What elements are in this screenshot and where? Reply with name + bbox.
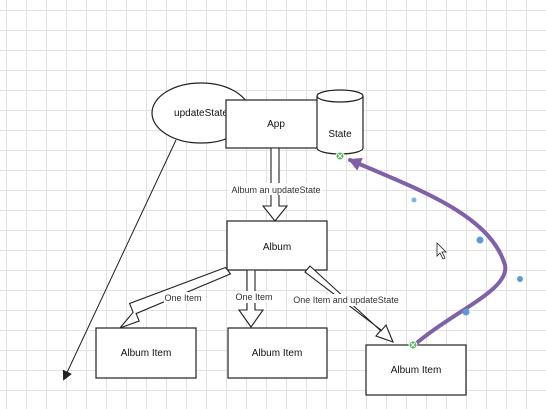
app-to-album-label: Album an updateState bbox=[231, 185, 320, 195]
app-to-album-arrow[interactable]: Album an updateState bbox=[229, 147, 323, 222]
album-item-node-1[interactable]: Album Item bbox=[95, 327, 197, 379]
album-node[interactable]: Album bbox=[226, 220, 328, 271]
album-to-item-3-arrow[interactable]: One Item and updateState bbox=[292, 265, 401, 343]
album-item-node-3[interactable]: Album Item bbox=[365, 344, 467, 396]
album-to-item-1-arrow[interactable]: One Item bbox=[118, 266, 232, 330]
update-state-label: updateState bbox=[174, 108, 228, 119]
album-to-item-1-label: One Item bbox=[164, 293, 201, 303]
waypoint-handle[interactable] bbox=[517, 276, 523, 282]
album-item-label-1: Album Item bbox=[121, 348, 172, 359]
selected-connector[interactable] bbox=[348, 157, 508, 348]
album-to-item-2-label: One Item bbox=[235, 292, 272, 302]
update-state-arrow[interactable] bbox=[62, 139, 177, 381]
album-label: Album bbox=[263, 242, 291, 253]
state-node[interactable]: State bbox=[316, 89, 364, 155]
connector-target-handle[interactable] bbox=[335, 151, 345, 161]
app-label: App bbox=[267, 119, 285, 130]
album-to-item-2-arrow[interactable]: One Item bbox=[234, 269, 274, 328]
album-to-item-3-label: One Item and updateState bbox=[293, 295, 399, 305]
waypoint-handle[interactable] bbox=[462, 308, 470, 316]
mouse-cursor-icon bbox=[436, 242, 447, 260]
album-item-label-3: Album Item bbox=[391, 365, 442, 376]
state-label: State bbox=[328, 129, 352, 140]
album-item-node-2[interactable]: Album Item bbox=[227, 327, 328, 379]
album-item-label-2: Album Item bbox=[252, 348, 303, 359]
waypoint-handle[interactable] bbox=[476, 236, 484, 244]
connector-source-handle[interactable] bbox=[408, 340, 418, 350]
app-node[interactable]: App bbox=[225, 99, 329, 149]
waypoint-handle[interactable] bbox=[411, 197, 417, 203]
